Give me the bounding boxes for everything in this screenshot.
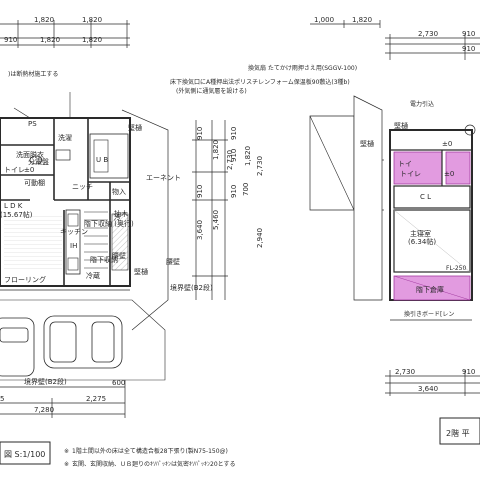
label-fridge: 冷 [114,213,121,222]
dim-bottom-right-3: 3,640 [418,385,438,393]
note-sliding-door: 換引きボード[レン [404,310,454,318]
vdim-1: 910 [196,127,204,140]
label-flooring: フローリング [4,275,46,284]
label-ih: IH [70,242,77,250]
note-mark-1: ※ [64,448,69,455]
vdim-r2: 910 [230,149,238,162]
dim-right-2: 1,820 [352,16,372,24]
label-sink: 洗濯 [58,133,72,142]
label-ub: U B [96,156,108,164]
label-cl: C L [420,193,431,201]
label-pm1: ±0 [24,166,34,174]
scale-label: 図 S:1/100 [4,450,45,459]
dim-bottom-right-2: 910 [462,368,475,376]
toilet-fixture [29,155,43,165]
toilet-room-highlight [393,151,443,185]
note-underfloor-vent-sub: (外気側に通気層を設ける) [176,87,247,95]
annotation-notes: )は断熱材施工する 換気扇 たてかけ雨押さえ用(SGGV-100) 床下換気口に… [8,64,466,318]
label-pavement1: 腰壁 [166,257,180,266]
label-pm-right: トイレ [400,170,421,178]
label-balcony: トイ [398,160,412,168]
note-exhaust-fan: 換気扇 たてかけ雨押さえ用(SGGV-100) [248,64,357,72]
dimension-texts: 1,820 1,820 910 1,820 1,820 1,000 1,820 … [0,16,475,414]
vdim-r6: 910 [230,185,238,198]
dim-bottom-left-4: 5 [0,395,4,403]
label-side-wall-l: 堅樋 [128,123,142,132]
label-walk: 抽木 [114,209,128,218]
footer-note-2: 玄関、玄関収納、ＵＢ廻りのｷｿﾊﾟｯｷﾝは気密ｷｿﾊﾟｯｷﾝ20とする [72,460,235,468]
note-underfloor-vent: 床下換気口にA種押出法ポリスチレンフォーム保温板90敷込(3種b) [170,78,350,86]
vdim-6: 5,460 [212,210,220,230]
vdim-r3: 1,820 [244,146,252,166]
label-movable-shelf: 可動棚 [24,178,45,187]
dimension-lines [0,20,480,418]
vdim-5: 3,640 [196,220,204,240]
note-mark-2: ※ [64,461,69,468]
dim-bottom-right-1: 2,730 [395,368,415,376]
vertical-dimension-texts: 910 1,820 2,730 910 3,640 5,460 910 910 … [196,127,264,248]
note-power-in: 電力引込 [410,100,434,108]
second-floor-plan [309,95,476,321]
label-pm2: ±0 [444,170,454,178]
bathtub [89,133,129,179]
label-hall-storage: 階下倉庫 [416,285,444,294]
stairs [84,211,108,269]
label-pavement-paving: 境界壁(B2段) [24,377,67,386]
label-pm3: ±0 [442,140,452,148]
first-floor-plan [0,92,169,381]
footer-note-1: 1階土間以外の床は全て構造合板28下張り(製N75-150@) [72,447,228,455]
label-ldk-area: (15.67帖) [0,210,33,219]
label-eave: エーネント [146,174,181,182]
dim-left-4: 1,820 [40,36,60,44]
label-storage-small: 物入 [112,187,126,196]
dim-left-1: 1,820 [34,16,54,24]
room-labels: PS 洗面脱衣 洗濯 U B トイレ ±0 分電盤 可動棚 物入 冷 L D K… [0,120,454,386]
dim-bottom-left-1: 600 [112,379,125,387]
dim-left-2: 1,820 [82,16,102,24]
label-ref: 冷蔵 [86,271,100,280]
label-pole: 堅樋 [360,139,374,148]
dim-left-3: 910 [4,36,17,44]
dim-left-5: 1,820 [82,36,102,44]
label-pavement2: 境界壁(B2段) [170,283,213,292]
dim-right-1: 1,000 [314,16,334,24]
vdim-r7: 2,940 [256,228,264,248]
label-ps: PS [28,120,37,128]
label-washroom: 洗面脱衣 [16,150,44,159]
vdim-3: 2,730 [226,150,234,170]
dim-bottom-left-3: 7,280 [34,406,54,414]
footer: 図 S:1/100 ※ 1階土間以外の床は全て構造合板28下張り(製N75-15… [0,417,480,468]
label-kitchen: キッチン [60,228,88,236]
label-side-wall-r: 堅樋 [134,267,148,276]
note-floor-level: FL-250 [446,265,466,272]
dim-right-5: 910 [462,45,475,53]
wash-basin [55,149,71,161]
dim-right-3: 2,730 [418,30,438,38]
vdim-r4: 2,730 [256,156,264,176]
dim-right-4: 910 [462,30,475,38]
dim-bottom-left-2: 2,275 [86,395,106,403]
note-insulation: )は断熱材施工する [8,70,58,78]
label-bedroom-area: (6.34帖) [408,237,436,246]
kitchen-counter [65,209,81,275]
label-frame-unit: 階下収納 (奥行) [84,219,134,228]
vdim-r5: 700 [242,183,250,196]
label-side-wall-r2: 堅樋 [394,121,408,130]
label-bedroom: 主寝室 [410,229,431,238]
label-toilet: トイレ [4,166,25,174]
floor2-title: 2階 平 [446,428,470,438]
label-ldk: L D K [4,202,23,210]
parking-cars [0,315,123,377]
label-pm-left: ニッチ [72,183,93,191]
label-grass1: 腰壁 [112,251,126,260]
vdim-r1: 910 [230,127,238,140]
vdim-4: 910 [196,185,204,198]
label-stairs-store: 階下収納 [90,255,118,264]
vdim-2: 1,820 [212,140,220,160]
label-panel: 分電盤 [28,157,49,166]
